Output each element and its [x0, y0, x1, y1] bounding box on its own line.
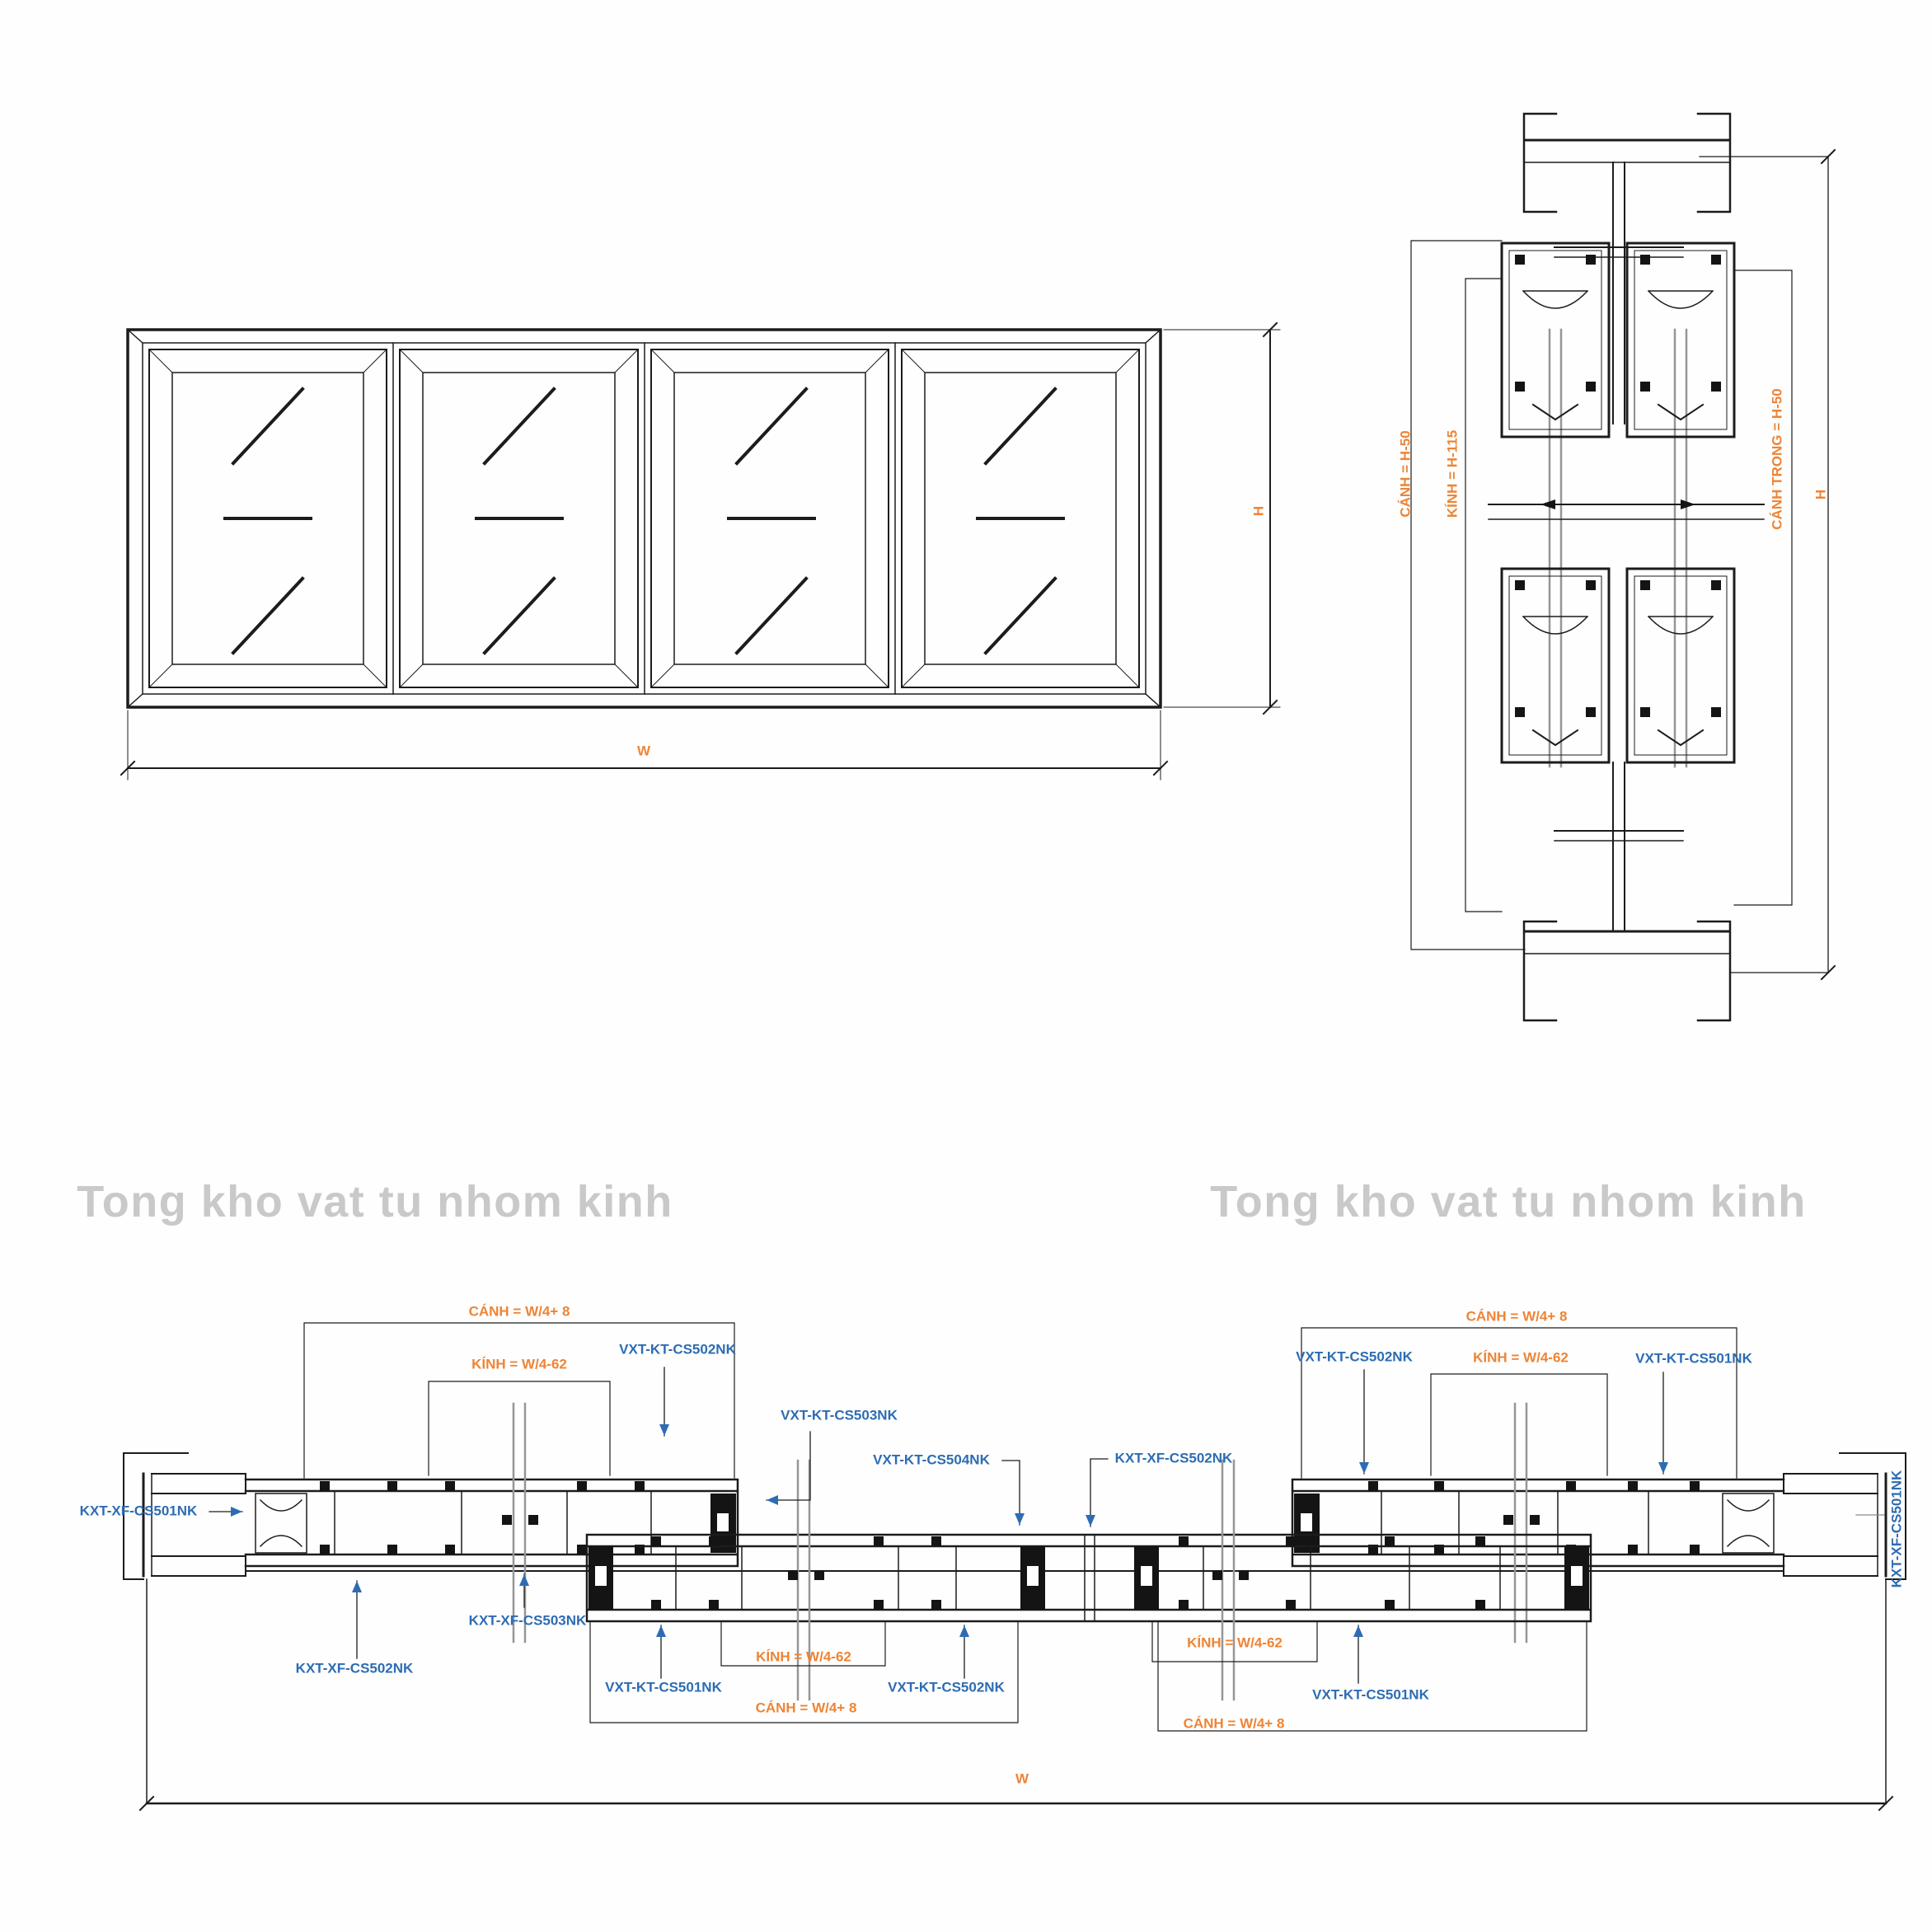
dim-sash-width-bottom-right: CÁNH = W/4+ 8 — [1183, 1715, 1285, 1732]
part-kxt-xf-cs502nk-center: KXT-XF-CS502NK — [1114, 1450, 1233, 1466]
dim-glass-width-top-left: KÍNH = W/4-62 — [471, 1356, 567, 1372]
part-vxt-kt-cs502nk-bottom-left: VXT-KT-CS502NK — [888, 1679, 1005, 1695]
elevation-height-dimension — [1163, 321, 1281, 715]
part-kxt-xf-cs501nk-left: KXT-XF-CS501NK — [79, 1503, 198, 1519]
dim-glass-height: KÍNH = H-115 — [1444, 429, 1461, 518]
vertical-section-dimensions — [1410, 148, 1836, 981]
dim-sash-width-top-right: CÁNH = W/4+ 8 — [1465, 1308, 1568, 1325]
part-kxt-xf-cs502nk-bottom-left: KXT-XF-CS502NK — [295, 1660, 414, 1676]
sash-profile-section — [1625, 567, 1736, 764]
dim-width-elevation: W — [636, 743, 651, 759]
sash-profile-section — [1500, 567, 1611, 764]
part-kxt-xf-cs501nk-right: KXT-XF-CS501NK — [1888, 1470, 1905, 1588]
horizontal-section-dimensions — [303, 1322, 1737, 1732]
watermark-right: Tong kho vat tu nhom kinh — [1210, 1177, 1807, 1226]
dim-glass-width-bottom-left: KÍNH = W/4-62 — [756, 1648, 851, 1665]
inner-track-sashes — [585, 1459, 1592, 1701]
part-vxt-kt-cs503nk: VXT-KT-CS503NK — [781, 1407, 898, 1423]
elevation-width-dimension — [120, 710, 1169, 781]
elevation-drawing — [120, 321, 1281, 781]
elevation-panel — [650, 349, 889, 688]
dim-height-elevation: H — [1250, 505, 1267, 517]
leader-lines — [209, 1367, 1885, 1684]
part-vxt-kt-cs502nk-top-right: VXT-KT-CS502NK — [1296, 1348, 1413, 1365]
watermark-left: Tong kho vat tu nhom kinh — [77, 1177, 673, 1226]
elevation-panel — [399, 349, 639, 688]
part-vxt-kt-cs501nk-top-right: VXT-KT-CS501NK — [1635, 1350, 1752, 1367]
dim-sash-width-top-left: CÁNH = W/4+ 8 — [468, 1303, 570, 1320]
head-frame-profile — [1522, 112, 1732, 424]
part-kxt-xf-cs503nk: KXT-XF-CS503NK — [468, 1612, 587, 1629]
part-vxt-kt-cs502nk-top-left: VXT-KT-CS502NK — [619, 1341, 736, 1358]
part-vxt-kt-cs501nk-bottom-right: VXT-KT-CS501NK — [1312, 1686, 1429, 1703]
elevation-panel — [148, 349, 387, 688]
glass-break-symbol — [1488, 499, 1765, 520]
dim-sash-height: CÁNH = H-50 — [1397, 430, 1414, 518]
dim-inner-sash-height: CÁNH TRONG = H-50 — [1769, 388, 1785, 530]
outer-track-sash-right — [1291, 1402, 1785, 1644]
horizontal-section-drawing — [123, 1322, 1906, 1812]
glass-pane-lines — [1548, 328, 1688, 768]
right-jamb-profile — [1783, 1452, 1906, 1580]
part-vxt-kt-cs501nk-bottom-left: VXT-KT-CS501NK — [605, 1679, 722, 1695]
sill-frame-profile — [1522, 762, 1732, 1022]
dim-glass-width-top-right: KÍNH = W/4-62 — [1473, 1349, 1569, 1366]
dim-width-section: W — [1015, 1770, 1029, 1787]
dim-glass-width-bottom-right: KÍNH = W/4-62 — [1187, 1634, 1283, 1651]
vertical-section-drawing — [1410, 112, 1836, 1022]
elevation-panel — [901, 349, 1140, 688]
dim-sash-width-bottom-left: CÁNH = W/4+ 8 — [755, 1700, 857, 1716]
outer-track-sash-left — [244, 1402, 739, 1644]
section-width-dimension — [138, 1578, 1894, 1812]
sash-profile-section — [1500, 242, 1611, 438]
sash-profile-section — [1625, 242, 1736, 438]
dim-height-section: H — [1812, 489, 1829, 500]
part-vxt-kt-cs504nk: VXT-KT-CS504NK — [873, 1451, 990, 1468]
